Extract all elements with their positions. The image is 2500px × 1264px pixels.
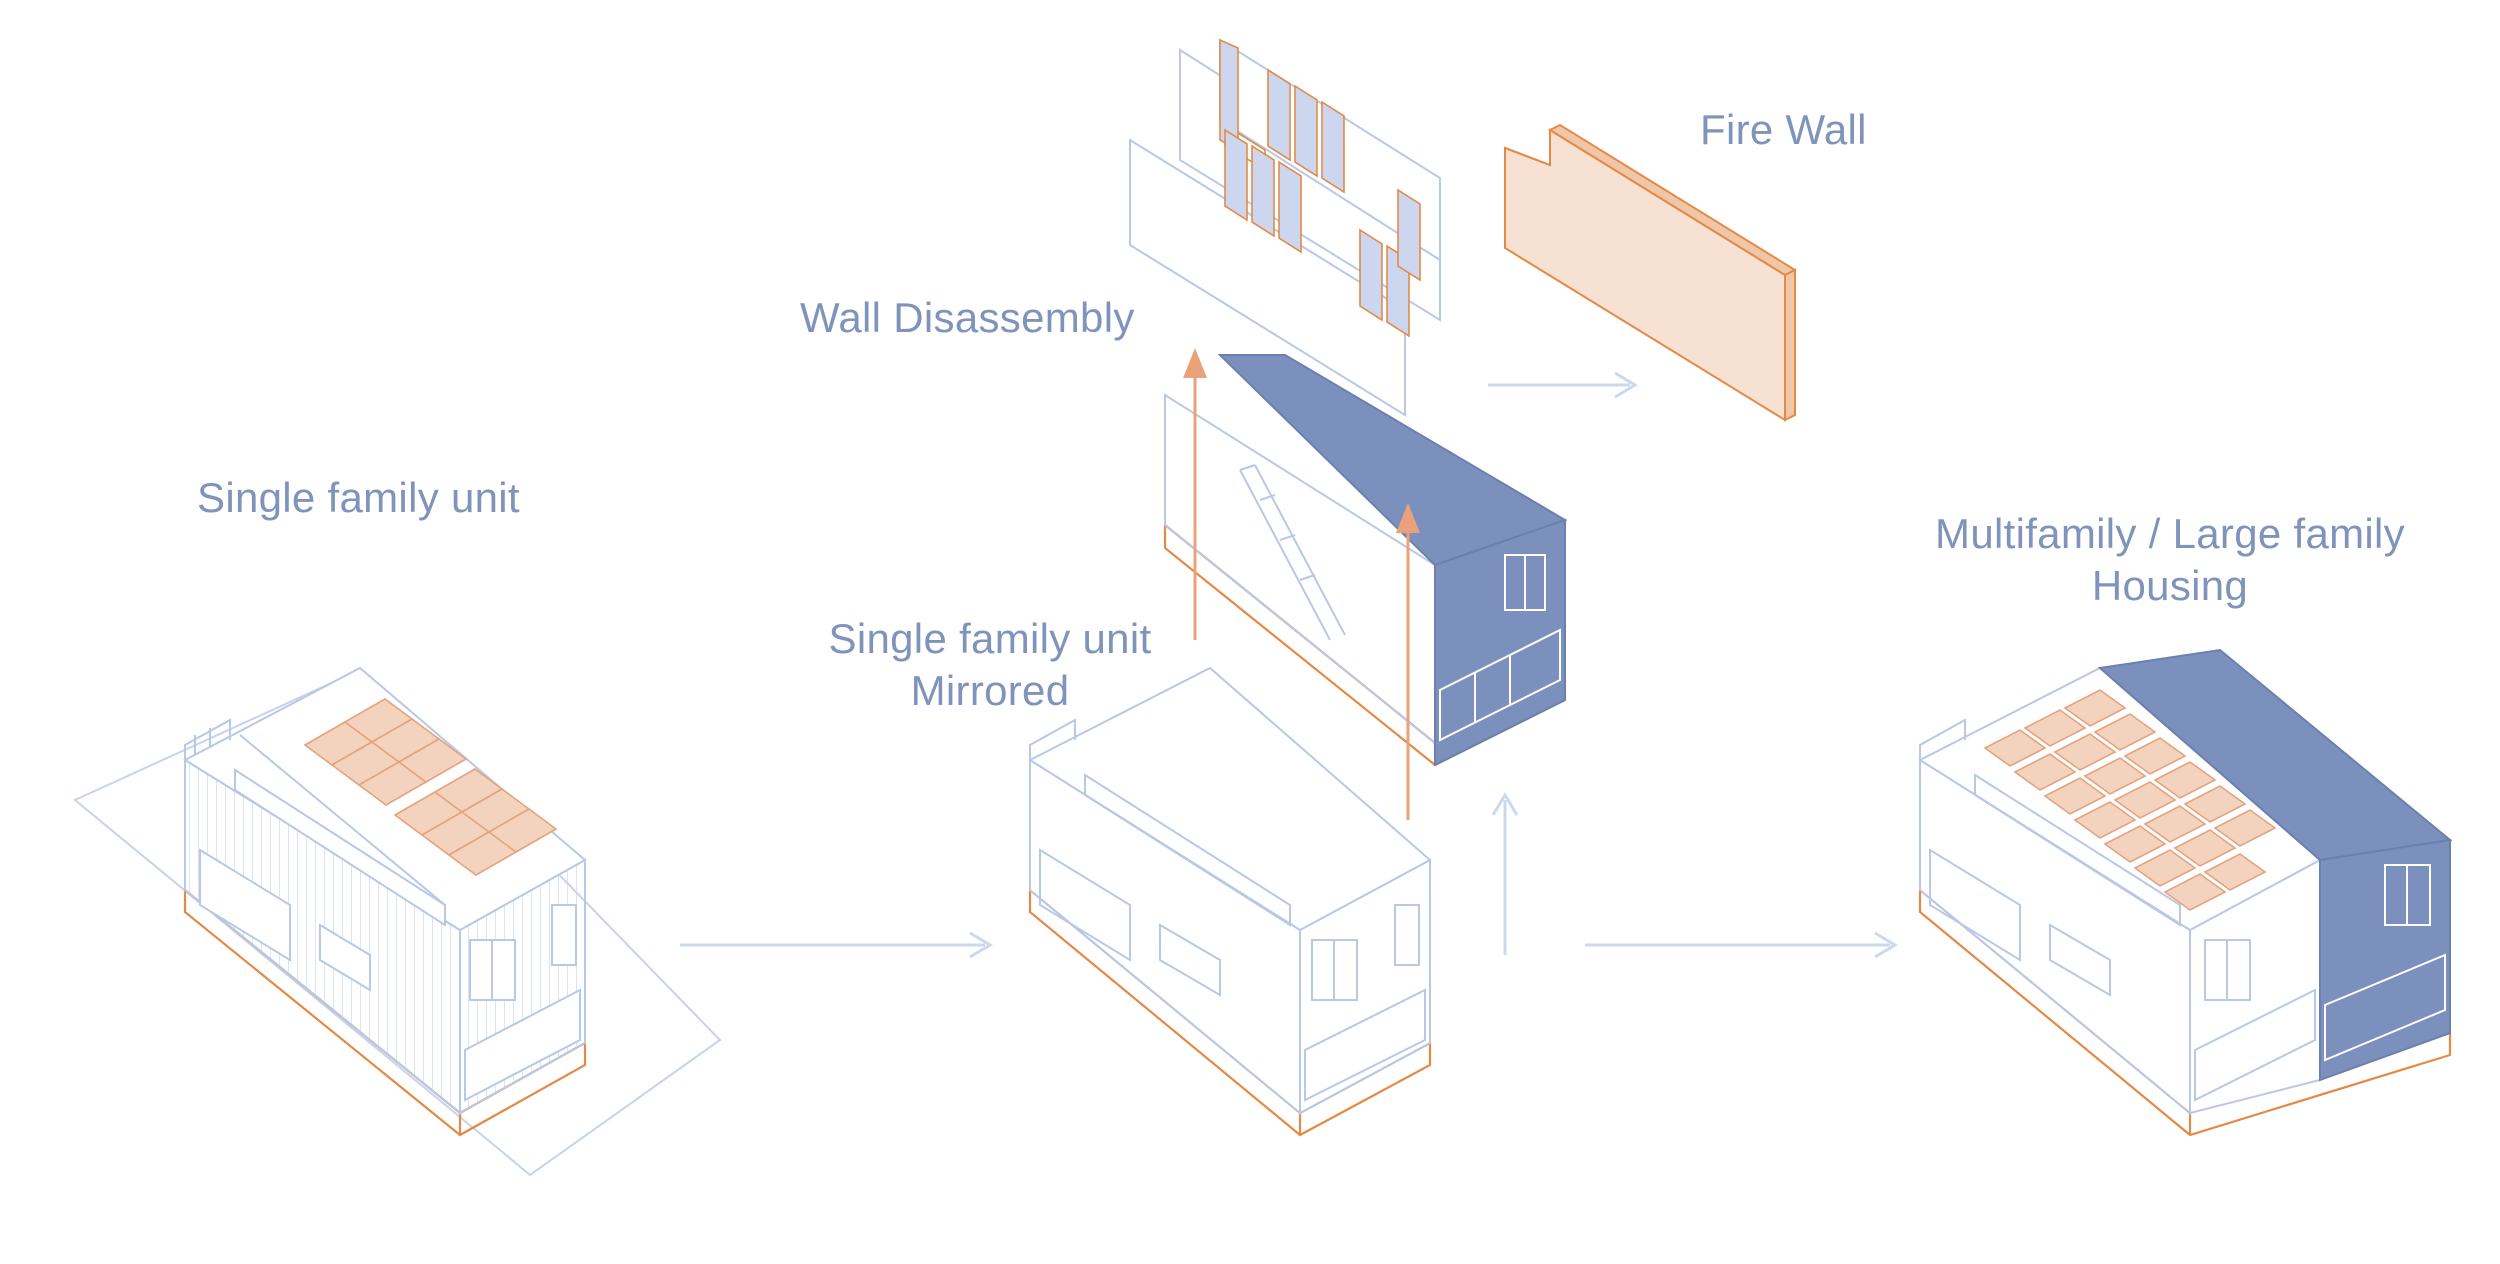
arrow-up-icon bbox=[1183, 348, 1420, 820]
mirrored-label-line1: Single family unit bbox=[828, 615, 1152, 662]
mirrored-unit-drawing bbox=[1027, 666, 1432, 1137]
mirrored-label-line2: Mirrored bbox=[910, 667, 1070, 714]
single-family-unit-drawing bbox=[73, 666, 722, 1177]
solar-panels bbox=[303, 698, 558, 876]
multifamily-label-line1: Multifamily / Large family bbox=[1935, 510, 2405, 557]
fire-wall-label: Fire Wall bbox=[1700, 106, 1867, 153]
multifamily-drawing bbox=[1917, 648, 2453, 1137]
dark-gable-wall bbox=[1434, 518, 1566, 767]
fire-wall-panel bbox=[1504, 123, 1798, 422]
single-family-label: Single family unit bbox=[197, 474, 520, 521]
site-lot bbox=[73, 668, 722, 1177]
exploded-unit-drawing bbox=[1129, 38, 1568, 820]
arrow-right-icon bbox=[680, 371, 1898, 959]
wall-disassembly-label: Wall Disassembly bbox=[800, 294, 1135, 341]
multifamily-label: Multifamily / Large family Housing bbox=[1880, 508, 2460, 612]
panel-windows bbox=[1219, 38, 1421, 338]
mirrored-label: Single family unit Mirrored bbox=[790, 613, 1190, 717]
multifamily-solar-panels bbox=[1983, 689, 2277, 911]
arrow-up-flow-icon bbox=[1491, 792, 1519, 955]
multifamily-label-line2: Housing bbox=[2091, 562, 2249, 609]
